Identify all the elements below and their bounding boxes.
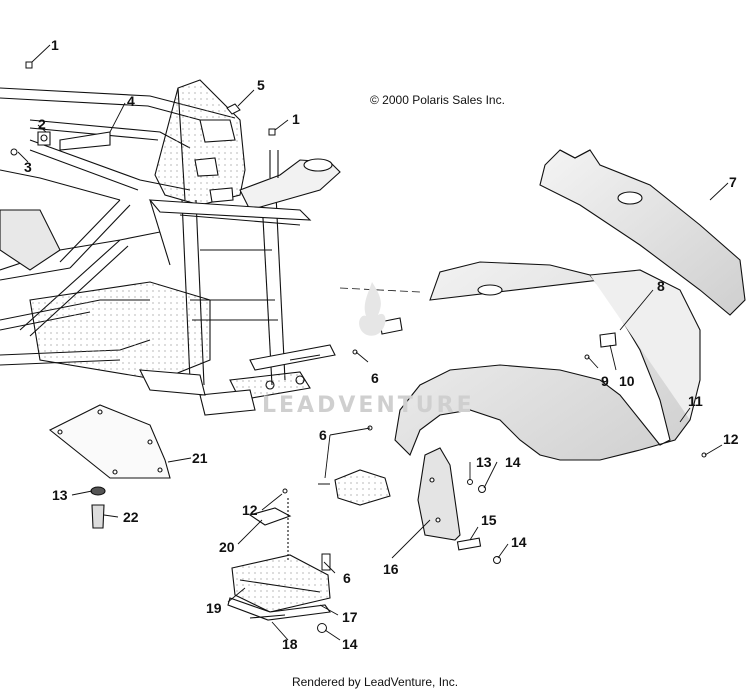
callout-12b[interactable]: 12 bbox=[242, 502, 258, 518]
rack-cover-part bbox=[539, 149, 746, 316]
watermark-text: LEADVENTURE bbox=[262, 393, 475, 418]
callout-10[interactable]: 10 bbox=[619, 373, 635, 389]
frame-assembly bbox=[0, 79, 341, 416]
callout-3[interactable]: 3 bbox=[24, 159, 32, 175]
callout-6c[interactable]: 6 bbox=[343, 570, 351, 586]
callout-8[interactable]: 8 bbox=[657, 278, 665, 294]
callout-6a[interactable]: 6 bbox=[371, 370, 379, 386]
callout-4[interactable]: 4 bbox=[127, 93, 135, 109]
callout-14b[interactable]: 14 bbox=[511, 534, 527, 550]
reference-line bbox=[339, 287, 421, 293]
callout-18[interactable]: 18 bbox=[282, 636, 298, 652]
callout-1a[interactable]: 1 bbox=[51, 37, 59, 53]
mud-flap-part bbox=[417, 447, 482, 551]
hardware-items bbox=[10, 61, 707, 633]
callout-7[interactable]: 7 bbox=[729, 174, 737, 190]
callout-2[interactable]: 2 bbox=[38, 116, 46, 132]
callout-22[interactable]: 22 bbox=[123, 509, 139, 525]
callout-19[interactable]: 19 bbox=[206, 600, 222, 616]
callout-6b[interactable]: 6 bbox=[319, 427, 327, 443]
callout-14a[interactable]: 14 bbox=[505, 454, 521, 470]
footrest-assembly bbox=[227, 469, 391, 621]
leadventure-flame-icon bbox=[359, 282, 386, 336]
front-fender-part bbox=[379, 261, 701, 461]
callout-13a[interactable]: 13 bbox=[476, 454, 492, 470]
leader-lines bbox=[17, 44, 729, 641]
callout-15[interactable]: 15 bbox=[481, 512, 497, 528]
callout-9[interactable]: 9 bbox=[601, 373, 609, 389]
callout-1b[interactable]: 1 bbox=[292, 111, 300, 127]
callout-5[interactable]: 5 bbox=[257, 77, 265, 93]
callout-21[interactable]: 21 bbox=[192, 450, 208, 466]
callout-12a[interactable]: 12 bbox=[723, 431, 739, 447]
callout-17[interactable]: 17 bbox=[342, 609, 358, 625]
callout-20[interactable]: 20 bbox=[219, 539, 235, 555]
callout-14c[interactable]: 14 bbox=[342, 636, 358, 652]
skid-plate-part bbox=[48, 404, 171, 529]
callout-11[interactable]: 11 bbox=[688, 393, 703, 409]
footer-credit: Rendered by LeadVenture, Inc. bbox=[291, 675, 459, 689]
callout-13b[interactable]: 13 bbox=[52, 487, 68, 503]
callout-16[interactable]: 16 bbox=[383, 561, 399, 577]
copyright-notice: © 2000 Polaris Sales Inc. bbox=[370, 93, 505, 107]
